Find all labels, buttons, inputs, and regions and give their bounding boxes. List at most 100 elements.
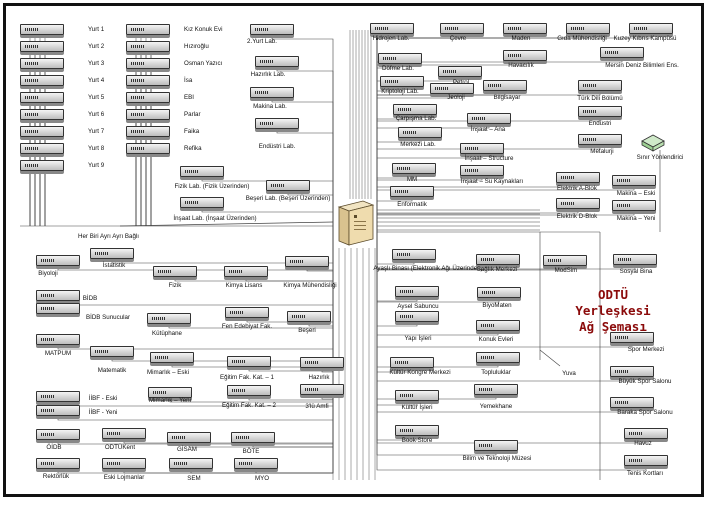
bidb-label: BİDB bbox=[82, 295, 98, 302]
mimarlik_eski-switch-icon bbox=[150, 352, 194, 366]
mm-label: MM bbox=[406, 176, 418, 183]
yurt-6-switch-icon bbox=[20, 109, 64, 123]
ayasli-label: Ayaşlı Binası (Elektronik Ağı Üzerinden) bbox=[373, 265, 483, 272]
yurt-9-switch-icon bbox=[20, 160, 64, 174]
beseri-label: Beşeri bbox=[298, 327, 316, 334]
matpum-label: MATPUM bbox=[44, 350, 72, 357]
iibf_yeni-label: İİBF - Yeni bbox=[88, 409, 118, 416]
saglik-switch-icon bbox=[476, 254, 520, 268]
makina_eski-switch-icon bbox=[612, 175, 656, 189]
konuk_evleri-switch-icon bbox=[476, 320, 520, 334]
egitim1-label: Eğitim Fak. Kat. – 1 bbox=[220, 374, 274, 381]
tenis-label: Tenis Kortları bbox=[626, 470, 664, 477]
turk_dili-label: Türk Dili Bölümü bbox=[577, 95, 623, 102]
guesthouse-2-label: Hızıroğlu bbox=[184, 43, 209, 50]
kultur_kongre-label: Kültür Kongre Merkezi bbox=[389, 369, 451, 376]
oidb-switch-icon bbox=[36, 429, 80, 443]
modsim-switch-icon bbox=[543, 255, 587, 269]
myo-label: MYO bbox=[254, 475, 270, 482]
yurt-3-switch-icon bbox=[20, 58, 64, 72]
beseri_lab-label: Beşeri Lab. (Beşeri Üzerinden) bbox=[245, 195, 331, 202]
bidb_sunucu-label: BİDB Sunucular bbox=[85, 314, 131, 321]
yurt-1-switch-icon bbox=[20, 24, 64, 38]
topluluklar-switch-icon bbox=[476, 352, 520, 366]
amfi-switch-icon bbox=[300, 384, 344, 398]
elektrik_d-label: Elektrik D-Blok bbox=[556, 213, 598, 220]
guesthouse-8-switch-icon bbox=[126, 143, 170, 157]
matpum-switch-icon bbox=[36, 334, 80, 348]
matematik-switch-icon bbox=[90, 346, 134, 360]
rektorluk-switch-icon bbox=[36, 458, 80, 472]
yuva-label: Yuva bbox=[562, 370, 576, 377]
mimarlik_eski-label: Mimarlık – Eski bbox=[147, 369, 189, 376]
jeoloji-label: Jeoloji bbox=[447, 94, 465, 101]
insaat_su-switch-icon bbox=[460, 165, 504, 179]
yurt-8-switch-icon bbox=[20, 143, 64, 157]
fizik_lab-label: Fizik Lab. (Fizik Üzerinden) bbox=[174, 183, 250, 190]
guesthouse-8-label: Refika bbox=[184, 145, 202, 152]
beseri_lab-switch-icon bbox=[266, 180, 310, 194]
guesthouse-6-label: Parlar bbox=[184, 111, 201, 118]
biyoloji-label: Biyoloji bbox=[38, 270, 58, 277]
bilgisayar-switch-icon bbox=[483, 80, 527, 94]
amfi-label: 3'lü Amfi bbox=[305, 403, 329, 410]
ayasli-switch-icon bbox=[392, 249, 436, 263]
yurt-6-label: Yurt 6 bbox=[88, 111, 105, 118]
guesthouse-5-switch-icon bbox=[126, 92, 170, 106]
yurt-7-switch-icon bbox=[20, 126, 64, 140]
sosyal_bina-switch-icon bbox=[613, 254, 657, 268]
guesthouse-2-switch-icon bbox=[126, 41, 170, 55]
kriptoloji-label: Kriptoloji Lab. bbox=[381, 88, 419, 95]
saglik-label: Sağlık Merkezi bbox=[476, 266, 518, 273]
enformatik-label: Enformatik bbox=[397, 201, 427, 208]
merkezi-label: Merkezi Lab. bbox=[400, 141, 436, 148]
kimya-switch-icon bbox=[224, 266, 268, 280]
yemekhane-switch-icon bbox=[474, 384, 518, 398]
guesthouse-3-switch-icon bbox=[126, 58, 170, 72]
makina_yeni-label: Makina – Yeni bbox=[616, 215, 656, 222]
yurt-4-switch-icon bbox=[20, 75, 64, 89]
kultur_isleri-switch-icon bbox=[395, 390, 439, 404]
title-line-1: ODTÜ Yerleşkesi bbox=[575, 287, 651, 318]
guesthouse-4-switch-icon bbox=[126, 75, 170, 89]
gisam-switch-icon bbox=[167, 432, 211, 446]
guesthouse-7-label: Faika bbox=[184, 128, 200, 135]
yemekhane-label: Yemekhane bbox=[479, 403, 513, 410]
guesthouse-5-label: EBI bbox=[184, 94, 194, 101]
kultur_kongre-switch-icon bbox=[390, 357, 434, 371]
yurt-9-label: Yurt 9 bbox=[88, 162, 105, 169]
insaat_ana-label: İnşaat – Ana bbox=[470, 126, 506, 133]
iibf_yeni-switch-icon bbox=[36, 405, 80, 419]
mm-switch-icon bbox=[392, 163, 436, 177]
rektorluk-label: Rektörlük bbox=[42, 473, 70, 480]
diagram-title: ODTÜ Yerleşkesi Ağ Şeması bbox=[565, 287, 662, 335]
biyomaten-label: BiyoMaten bbox=[482, 302, 512, 309]
sosyal_bina-label: Sosyal Bina bbox=[619, 268, 653, 275]
fen_edebiyat-label: Fen Edebiyat Fak. bbox=[221, 323, 273, 330]
eski_lojman-label: Eski Lojmanlar bbox=[103, 474, 145, 481]
baraka-label: Baraka Spor Salonu bbox=[617, 409, 673, 416]
insaat_structure-switch-icon bbox=[460, 143, 504, 157]
fizik-switch-icon bbox=[153, 266, 197, 280]
hazirlik_lab-switch-icon bbox=[255, 56, 299, 70]
guesthouse-1-label: Kız Konuk Evi bbox=[184, 26, 223, 33]
biyoloji-switch-icon bbox=[36, 255, 80, 269]
oidb-label: ÖİDB bbox=[46, 444, 62, 451]
maden-switch-icon bbox=[503, 23, 547, 37]
book_store-switch-icon bbox=[395, 425, 439, 439]
guesthouse-1-switch-icon bbox=[126, 24, 170, 38]
core-server-icon bbox=[337, 200, 375, 246]
yurt2_lab-switch-icon bbox=[250, 24, 294, 38]
guesthouse-7-switch-icon bbox=[126, 126, 170, 140]
kriptoloji-switch-icon bbox=[380, 76, 424, 90]
elektrik_d-switch-icon bbox=[556, 198, 600, 212]
insaat_structure-label: İnşaat – Structure bbox=[464, 155, 514, 162]
dokme-switch-icon bbox=[378, 53, 422, 67]
hazirlik_lab-label: Hazırlık Lab. bbox=[250, 71, 286, 78]
endustri_lab-label: Endüstri Lab. bbox=[258, 143, 296, 150]
metalurji-label: Metalurji bbox=[590, 148, 614, 155]
sem-label: SEM bbox=[187, 475, 201, 482]
cevre-label: Çevre bbox=[449, 35, 467, 42]
biyomaten-switch-icon bbox=[477, 287, 521, 301]
bote-label: BÖTE bbox=[242, 448, 260, 455]
